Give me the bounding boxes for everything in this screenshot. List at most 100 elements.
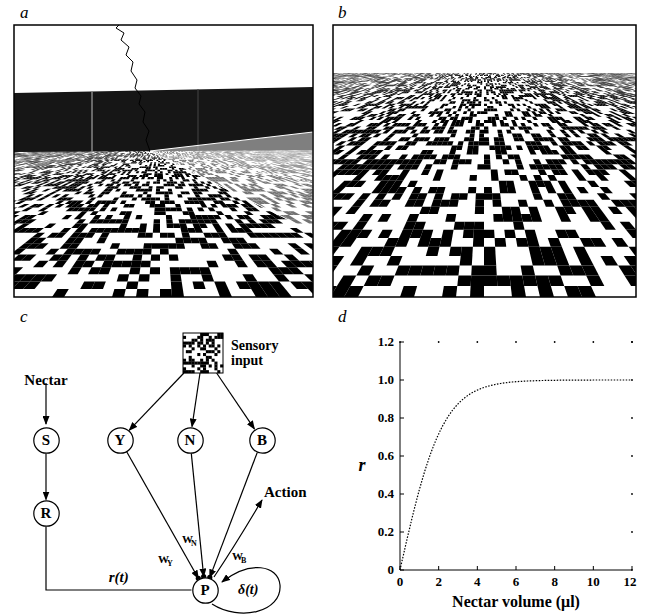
floor-cell: [148, 166, 151, 168]
floor-cell: [27, 158, 35, 159]
floor-cell: [170, 267, 181, 274]
floor-cell: [136, 289, 149, 297]
floor-cell: [31, 170, 40, 172]
floor-cell: [114, 153, 118, 155]
floor-cell: [90, 170, 96, 172]
floor-cell: [287, 243, 302, 249]
floor-cell: [138, 159, 141, 160]
floor-cell: [165, 168, 168, 170]
floor-cell: [177, 194, 182, 197]
floor-cell: [155, 171, 158, 173]
floor-cell: [60, 194, 69, 197]
floor-cell: [160, 233, 168, 238]
floor-cell: [243, 211, 253, 215]
floor-cell: [98, 162, 103, 163]
floor-cell: [125, 249, 135, 255]
floor-cell: [99, 233, 109, 238]
floor-cell: [301, 281, 313, 289]
floor-cell: [46, 171, 54, 173]
floor-cell: [128, 153, 131, 155]
floor-cell: [146, 194, 151, 197]
floor-cell: [151, 255, 160, 261]
floor-cell: [84, 162, 90, 163]
floor-cell: [94, 165, 99, 166]
floor-cell: [55, 201, 65, 204]
floor-cell: [52, 261, 67, 268]
floor-cell: [262, 261, 277, 268]
floor-cell: [99, 207, 107, 211]
floor-cell: [143, 243, 152, 249]
floor-cell: [101, 170, 106, 172]
floor-cell: [44, 170, 52, 172]
floor-cell: [78, 211, 88, 215]
floor-cell: [145, 184, 149, 186]
floor-cell: [72, 238, 84, 243]
floor-cell: [84, 233, 95, 238]
floor-cell: [29, 189, 39, 192]
floor-cell: [200, 204, 207, 208]
panel-ground: [14, 25, 313, 297]
floor-cell: [28, 175, 37, 177]
floor-cell: [136, 153, 138, 155]
floor-cell: [105, 159, 109, 160]
floor-cell: [154, 164, 156, 165]
floor-cell: [136, 158, 139, 159]
floor-cell: [76, 255, 89, 261]
floor-cell: [62, 177, 70, 179]
floor-cell: [158, 159, 160, 160]
floor-cell: [160, 249, 169, 255]
floor-cell: [158, 158, 160, 159]
floor-cell: [14, 179, 21, 181]
floor-cell: [137, 194, 142, 197]
floor-cell: [74, 228, 85, 233]
floor-cell: [160, 186, 164, 189]
floor-cell: [86, 184, 93, 186]
floor-cell: [178, 186, 183, 189]
floor-cell: [105, 158, 109, 159]
floor-cell: [200, 181, 206, 183]
floor-cell: [110, 243, 120, 249]
floor-cell: [176, 243, 185, 249]
floor-cell: [165, 197, 170, 200]
floor-cell: [160, 175, 163, 177]
floor-cell: [157, 170, 160, 172]
floor-cell: [78, 164, 84, 165]
floor-cell: [14, 165, 22, 166]
floor-cell: [147, 158, 149, 159]
floor-cell: [150, 267, 160, 274]
floor-cell: [74, 173, 81, 175]
floor-cell: [175, 204, 181, 208]
floor-cell: [127, 166, 131, 168]
floor-cell: [193, 181, 198, 183]
floor-cell: [160, 207, 166, 211]
floor-cell: [166, 162, 168, 163]
floor-cell: [132, 153, 135, 155]
floor-cell: [115, 152, 118, 154]
floor-cell: [138, 155, 140, 157]
floor-cell: [169, 255, 179, 261]
floor-cell: [273, 274, 290, 281]
floor-cell: [162, 161, 164, 162]
floor-cell: [167, 233, 175, 238]
floor-cell: [27, 171, 36, 173]
floor-cell: [65, 168, 72, 170]
floor-cell: [99, 168, 104, 170]
floor-cell: [162, 165, 164, 166]
floor-cell: [213, 215, 222, 219]
floor-cell: [24, 194, 35, 197]
floor-cell: [294, 249, 310, 255]
floor-cell: [126, 155, 129, 157]
floor-cell: [119, 223, 128, 228]
floor-cell: [160, 177, 163, 179]
floor-cell: [199, 184, 205, 186]
floor-cell: [88, 161, 93, 162]
floor-cell: [229, 207, 238, 211]
floor-cell: [155, 204, 160, 208]
floor-cell: [140, 157, 142, 158]
floor-cell: [145, 159, 147, 160]
floor-cell: [147, 170, 150, 172]
floor-cell: [35, 157, 43, 158]
floor-cell: [16, 170, 26, 172]
floor-cell: [183, 171, 187, 173]
floor-cell: [100, 165, 105, 166]
